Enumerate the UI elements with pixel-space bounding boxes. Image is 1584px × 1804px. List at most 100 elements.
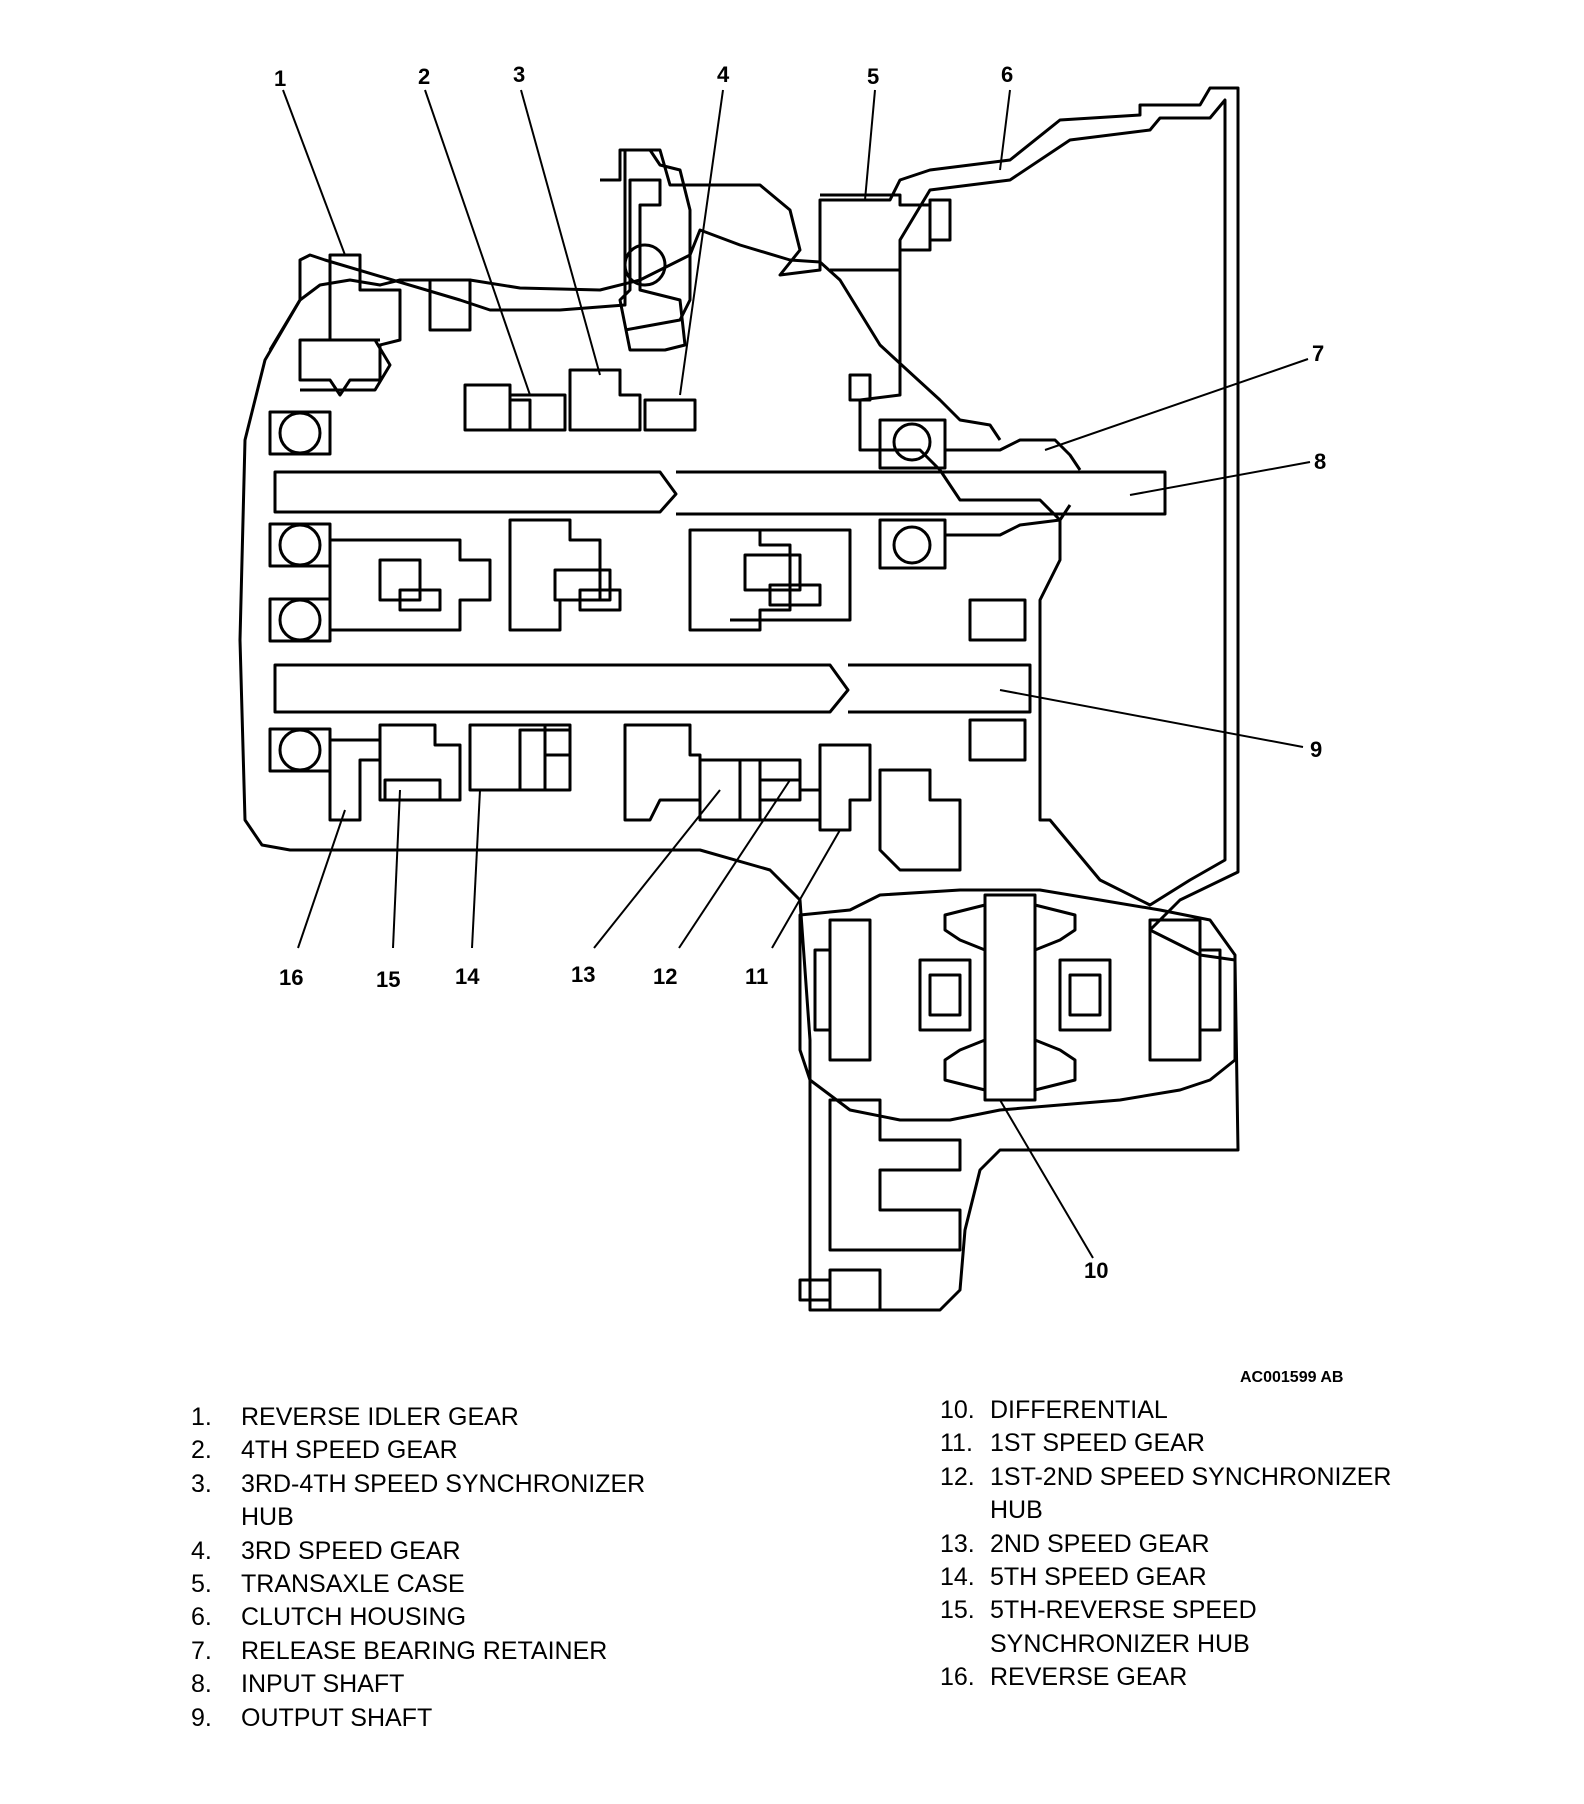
mid-sync-teeth-right <box>743 553 822 607</box>
legend-text: TRANSAXLE CASE <box>241 1570 465 1599</box>
callout-3: 3 <box>513 62 525 87</box>
upper-shift-rail <box>618 178 687 352</box>
legend-item: 13. 2ND SPEED GEAR <box>940 1528 1500 1561</box>
first-speed-gear <box>818 743 872 832</box>
case-flange <box>600 148 692 332</box>
legend-text: OUTPUT SHAFT <box>241 1703 433 1732</box>
legend-text: 1ST-2ND SPEED SYNCHRONIZER HUB <box>990 1462 1392 1525</box>
legend-text: 5TH SPEED GEAR <box>990 1563 1207 1592</box>
lower-gear-stub <box>518 728 572 792</box>
legend-text: REVERSE IDLER GEAR <box>241 1403 519 1431</box>
legend-number: 7. <box>191 1636 212 1665</box>
legend-text: 4TH SPEED GEAR <box>241 1436 458 1465</box>
differential-mount <box>828 1098 962 1252</box>
output-shaft <box>273 663 1032 714</box>
legend-item: 2. 4TH SPEED GEAR <box>191 1434 751 1467</box>
legend-text: 2ND SPEED GEAR <box>990 1529 1210 1558</box>
legend-item: 15. 5TH-REVERSE SPEED SYNCHRONIZER HUB <box>940 1594 1500 1661</box>
reverse-gear <box>328 738 382 822</box>
callout-5: 5 <box>867 64 879 89</box>
callout-6: 6 <box>1001 62 1013 87</box>
differential-bevel-top-right <box>1033 903 1077 952</box>
legend-text: RELEASE BEARING RETAINER <box>241 1636 608 1665</box>
release-bearing-retainer <box>945 438 1082 537</box>
differential-pinion-right <box>1058 958 1112 1032</box>
callout-10: 10 <box>1084 1258 1108 1283</box>
legend-left: 1. REVERSE IDLER GEAR 2. 4TH SPEED GEAR 3.… <box>191 1401 751 1735</box>
legend-number: 8. <box>191 1670 212 1699</box>
differential-bevel-bottom-right <box>1033 1038 1077 1092</box>
figure-id: AC001599 AB <box>1240 1369 1343 1386</box>
legend-item: 16.REVERSE GEAR <box>940 1661 1500 1694</box>
legend-item: 10.DIFFERENTIAL <box>940 1394 1500 1427</box>
legend-number: 6. <box>191 1603 212 1632</box>
legend-item: 8. INPUT SHAFT <box>191 1668 751 1701</box>
legend-item: 9.OUTPUT SHAFT <box>191 1702 751 1735</box>
callout-16: 16 <box>279 965 303 990</box>
differential-bevel-top-left <box>943 903 987 952</box>
legend-text: 5TH-REVERSE SPEED SYNCHRONIZER HUB <box>990 1596 1257 1658</box>
differential-pinion-left <box>918 958 972 1032</box>
transaxle-case-outline <box>268 228 1002 441</box>
differential-bottom-bolt <box>798 1268 882 1312</box>
counter-gear-lower <box>878 768 962 872</box>
third-fourth-sync-hub-top <box>568 368 642 432</box>
reverse-idler-plug <box>428 278 472 332</box>
callout-1: 1 <box>274 66 286 91</box>
callout-4: 4 <box>717 62 730 87</box>
legend-text: INPUT SHAFT <box>241 1670 405 1699</box>
legend-item: 1. REVERSE IDLER GEAR <box>191 1401 751 1434</box>
bell-housing-bolt <box>928 198 952 242</box>
legend-number: 13. <box>940 1529 975 1558</box>
legend-item: 14. 5TH SPEED GEAR <box>940 1561 1500 1594</box>
legend-number: 11. <box>940 1429 973 1458</box>
legend-number: 16. <box>940 1663 975 1692</box>
clutch-housing-inner <box>858 98 1227 907</box>
differential-bevel-bottom-left <box>943 1038 987 1092</box>
mid-sync-teeth-center <box>553 568 622 612</box>
legend-number: 2. <box>191 1436 212 1465</box>
differential-side-bearing-right <box>1148 918 1222 1062</box>
fourth-speed-gear-top <box>463 383 532 432</box>
callout-8: 8 <box>1314 449 1326 474</box>
legend-right: 10.DIFFERENTIAL 11. 1ST SPEED GEAR 12. 1ST… <box>940 1394 1500 1695</box>
legend-number: 10. <box>940 1396 975 1424</box>
legend-number: 1. <box>191 1403 212 1431</box>
bell-housing-flange <box>820 193 932 272</box>
case-bolt-left <box>848 373 872 402</box>
differential-pinion-shaft <box>983 893 1037 1102</box>
legend-number: 14. <box>940 1563 975 1592</box>
legend-item: 3.3RD-4TH SPEED SYNCHRONIZER HUB <box>191 1468 751 1535</box>
left-bearing-top <box>278 411 322 455</box>
legend-item: 12. 1ST-2ND SPEED SYNCHRONIZER HUB <box>940 1461 1500 1528</box>
legend-text: 1ST SPEED GEAR <box>990 1429 1205 1458</box>
callout-13: 13 <box>571 962 595 987</box>
left-bearing-low <box>278 598 322 642</box>
callout-14: 14 <box>455 964 480 989</box>
mid-sync-teeth-left <box>378 558 442 612</box>
legend-item: 11. 1ST SPEED GEAR <box>940 1427 1500 1460</box>
left-bearing-mid <box>278 523 322 567</box>
legend-item: 6. CLUTCH HOUSING <box>191 1601 751 1634</box>
legend-item: 7. RELEASE BEARING RETAINER <box>191 1635 751 1668</box>
left-bearing-bottom <box>278 728 322 772</box>
legend-text: CLUTCH HOUSING <box>241 1603 467 1632</box>
callout-11: 11 <box>745 964 768 989</box>
legend-number: 4. <box>191 1536 212 1565</box>
input-bearing-ball-top <box>892 422 932 462</box>
callout-9: 9 <box>1310 737 1322 762</box>
fourth-speed-gear-hub <box>508 393 567 432</box>
fifth-reverse-sync-hub <box>378 723 462 802</box>
legend-number: 12. <box>940 1462 975 1491</box>
legend-item: 5. TRANSAXLE CASE <box>191 1568 751 1601</box>
callout-2: 2 <box>418 64 430 89</box>
differential-side-bearing-left <box>813 918 872 1062</box>
legend-text: 3RD SPEED GEAR <box>241 1536 461 1565</box>
legend-number: 15. <box>940 1596 975 1625</box>
legend-number: 5. <box>191 1570 212 1599</box>
first-second-sync-hub <box>738 758 822 822</box>
reverse-idler-shaft <box>300 338 392 392</box>
callout-7: 7 <box>1312 341 1324 366</box>
legend-item: 4. 3RD SPEED GEAR <box>191 1535 751 1568</box>
